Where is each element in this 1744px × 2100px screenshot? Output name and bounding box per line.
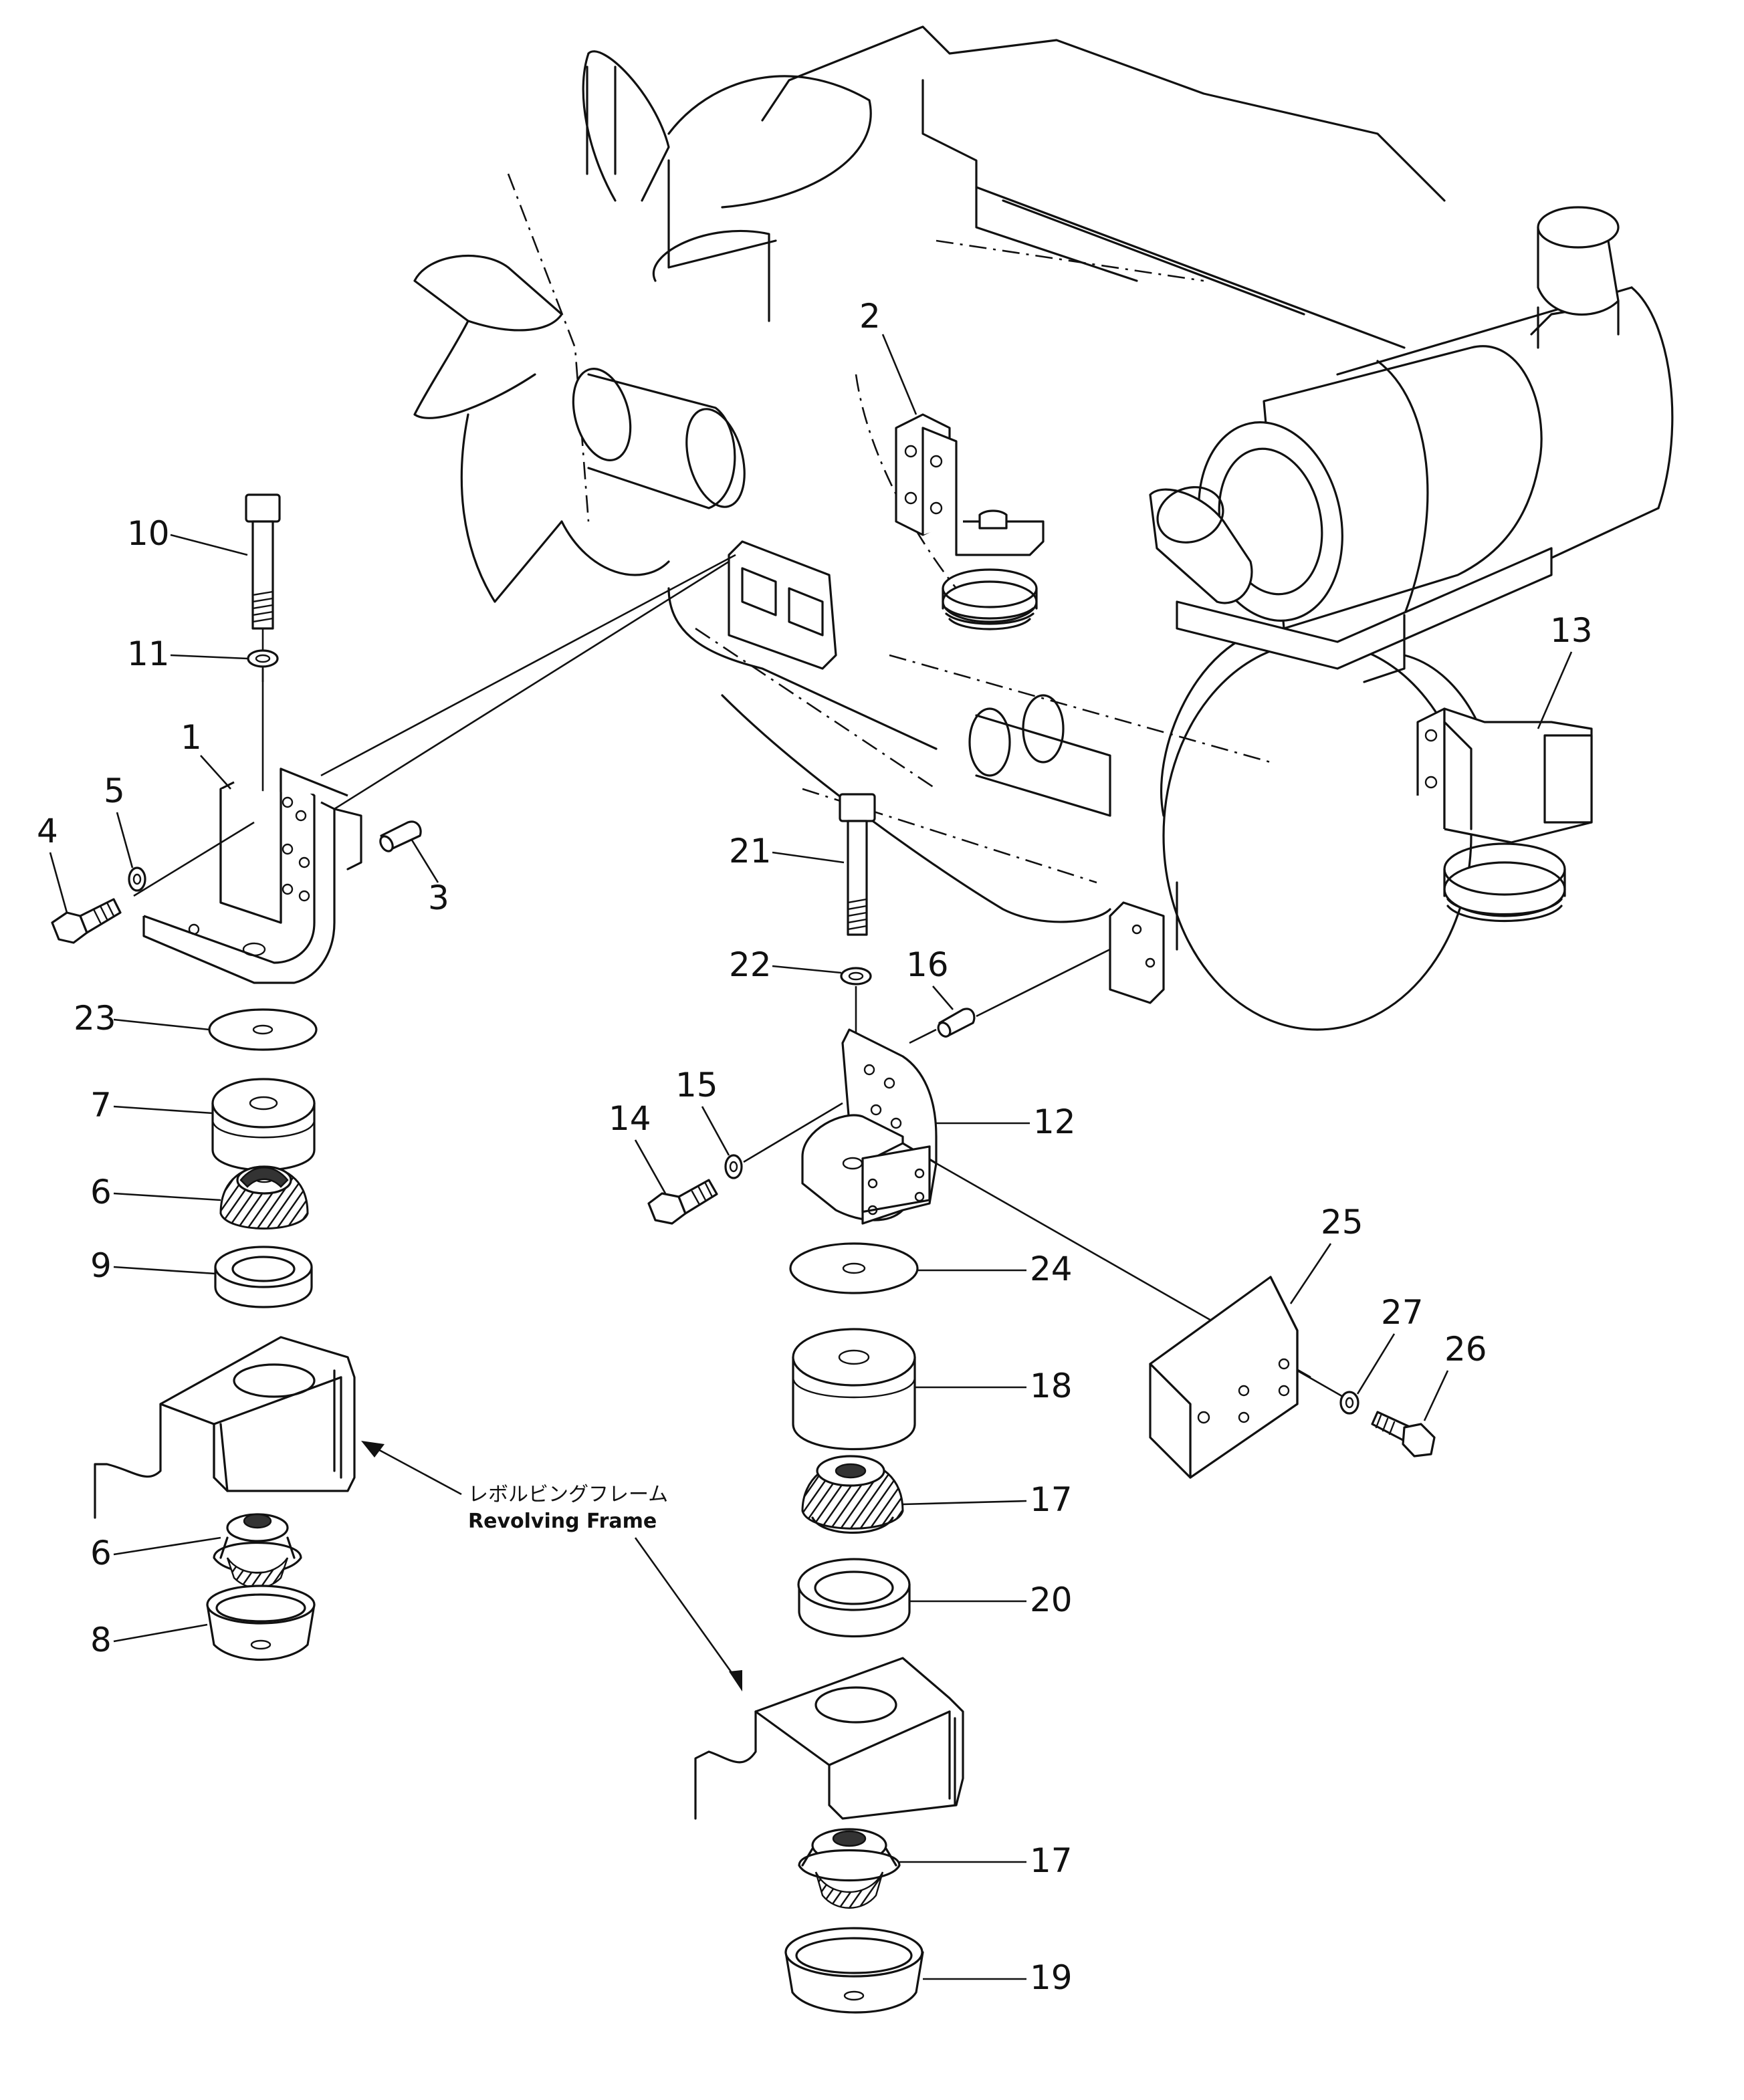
callout-13: 13 <box>1550 611 1593 650</box>
bolt-10 <box>245 493 281 630</box>
callout-26: 26 <box>1444 1330 1487 1369</box>
ring-9 <box>214 1246 313 1308</box>
front-mounting-pad <box>728 540 837 670</box>
callout-11: 11 <box>127 634 170 673</box>
callout-6a: 6 <box>90 1173 112 1211</box>
bolt-14 <box>647 1179 718 1225</box>
callout-17b: 17 <box>1030 1841 1073 1880</box>
callout-9: 9 <box>90 1246 112 1285</box>
rear-mounting-pad <box>1109 901 1165 1004</box>
rubber-17-lower <box>798 1828 901 1909</box>
rubber-17-upper <box>801 1455 904 1534</box>
callout-14: 14 <box>609 1099 651 1138</box>
callout-17a: 17 <box>1030 1480 1073 1519</box>
washer-5 <box>128 866 146 892</box>
callout-22: 22 <box>729 945 772 984</box>
callout-8: 8 <box>90 1621 112 1659</box>
cup-19 <box>784 1927 924 2014</box>
ring-20 <box>797 1558 911 1637</box>
callout-6b: 6 <box>90 1534 112 1572</box>
callout-20: 20 <box>1030 1581 1073 1619</box>
plate-25 <box>1149 1276 1299 1479</box>
frame-label-en: Revolving Frame <box>468 1510 657 1533</box>
callouts: 1 2 3 4 5 6 6 7 8 9 10 11 12 <box>37 297 1593 1997</box>
frame-label-jp: レボルビングフレーム <box>468 1483 668 1506</box>
callout-27: 27 <box>1381 1293 1424 1332</box>
callout-3: 3 <box>428 879 449 917</box>
callout-19: 19 <box>1030 1958 1073 1997</box>
bolt-4 <box>51 898 122 944</box>
callout-2: 2 <box>859 297 881 336</box>
bolt-26 <box>1371 1411 1436 1457</box>
rubber-6-upper <box>219 1165 309 1230</box>
pin-16 <box>937 1008 976 1038</box>
washer-22 <box>840 967 872 985</box>
bracket-1 <box>142 768 362 984</box>
rear-mount-stack <box>647 793 1311 2014</box>
callout-10: 10 <box>127 514 170 553</box>
revolving-frame-left <box>94 1336 356 1519</box>
washer-11 <box>247 649 279 668</box>
callout-5: 5 <box>104 772 125 810</box>
callout-12: 12 <box>1033 1102 1076 1141</box>
plate-23 <box>208 1008 318 1051</box>
cup-8 <box>206 1585 316 1661</box>
callout-25: 25 <box>1321 1203 1364 1242</box>
callout-23: 23 <box>74 999 116 1038</box>
washer-27 <box>1339 1391 1359 1415</box>
revolving-frame-center <box>694 1657 964 1820</box>
pin-3 <box>379 820 422 852</box>
rubber-6-lower <box>213 1513 302 1589</box>
air-cleaner <box>1149 206 1674 683</box>
revolving-frame-label: レボルビングフレーム Revolving Frame <box>361 1441 742 1691</box>
callout-16: 16 <box>906 945 949 984</box>
washer-15 <box>724 1154 743 1179</box>
front-mount-stack <box>51 493 736 1661</box>
cushion-7 <box>211 1078 316 1171</box>
bracket-12 <box>801 1028 938 1225</box>
cushion-18 <box>792 1328 916 1450</box>
callout-7: 7 <box>90 1086 112 1125</box>
callout-24: 24 <box>1030 1250 1073 1288</box>
bolt-21 <box>839 793 876 936</box>
mount-bracket-13 <box>1416 707 1593 922</box>
callout-4: 4 <box>37 812 58 850</box>
plate-24 <box>789 1242 919 1294</box>
callout-15: 15 <box>675 1066 718 1104</box>
mount-bracket-2 <box>895 413 1045 630</box>
callout-18: 18 <box>1030 1367 1073 1405</box>
callout-1: 1 <box>181 718 202 757</box>
callout-21: 21 <box>729 832 772 870</box>
